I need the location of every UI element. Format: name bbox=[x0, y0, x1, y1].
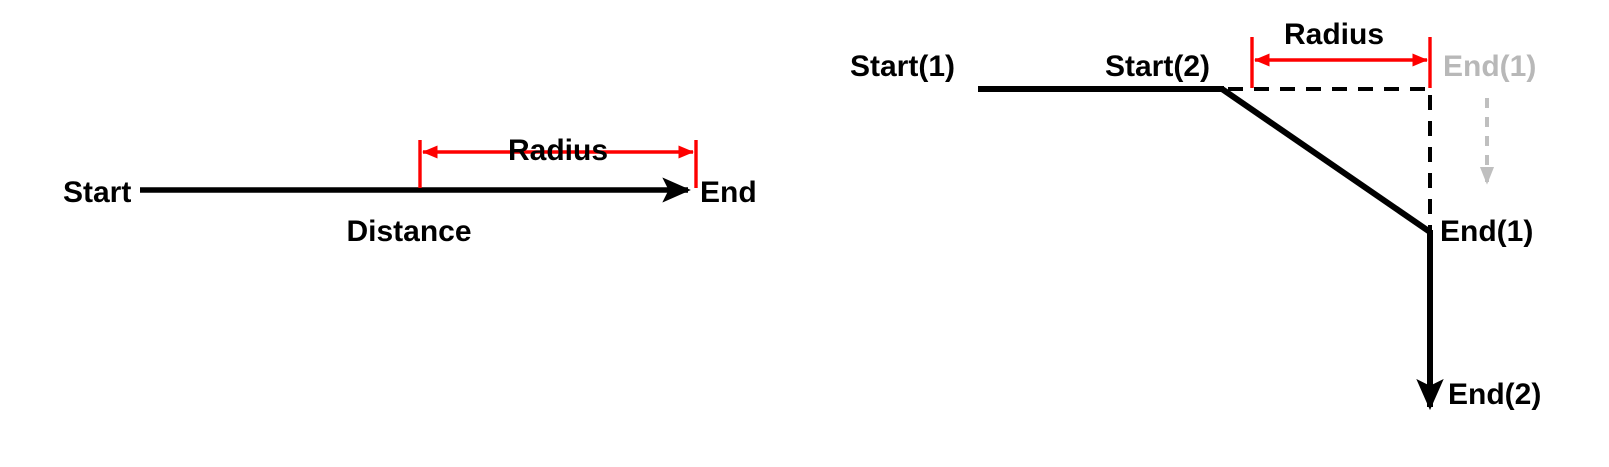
right-end1-label: End(1) bbox=[1440, 215, 1533, 248]
right-end1-ghost-label: End(1) bbox=[1443, 50, 1536, 83]
right-radius-label: Radius bbox=[1284, 18, 1384, 51]
right-start1-label: Start(1) bbox=[850, 50, 955, 83]
right-ghost-corner-path bbox=[1228, 87, 1432, 232]
right-start2-label: Start(2) bbox=[1105, 50, 1210, 83]
right-panel: Start(1) Start(2) Radius End(1) End(1) E… bbox=[850, 18, 1541, 411]
left-radius-label: Radius bbox=[508, 134, 608, 167]
right-end2-label: End(2) bbox=[1448, 378, 1541, 411]
left-end-label: End bbox=[700, 176, 757, 209]
left-distance-label: Distance bbox=[346, 215, 471, 248]
left-panel: Start End Radius Distance bbox=[63, 134, 757, 248]
left-start-label: Start bbox=[63, 176, 131, 209]
right-segment-diagonal-line bbox=[1220, 86, 1432, 235]
